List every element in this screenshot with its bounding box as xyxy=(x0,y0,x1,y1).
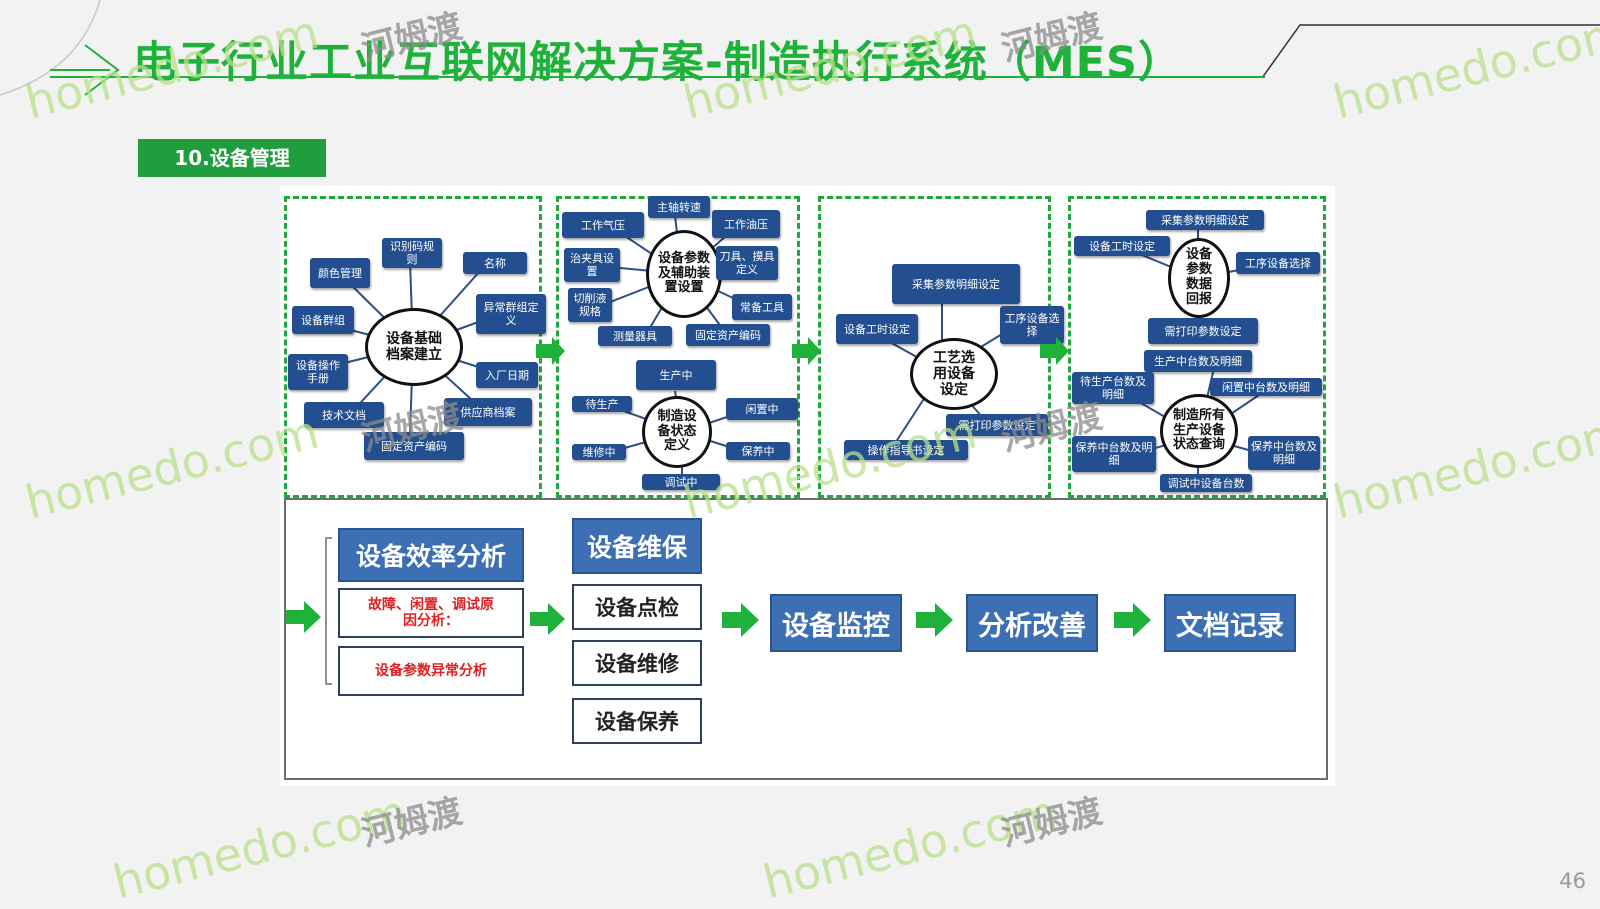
node-tech-doc: 技术文档 xyxy=(304,402,384,428)
node-cutting-fluid: 切削液规格 xyxy=(568,288,612,322)
hub-basic-archive: 设备基础档案建立 xyxy=(365,308,463,386)
node-producing-count: 生产中台数及明细 xyxy=(1144,350,1252,372)
arrow-right-3 xyxy=(1040,337,1069,365)
node-producing: 生产中 xyxy=(636,360,716,390)
hub-status-query: 制造所有生产设备状态查询 xyxy=(1160,394,1238,468)
node-wait-count: 待生产台数及明细 xyxy=(1072,372,1154,404)
node-repairing: 维修中 xyxy=(572,444,626,460)
arrow-bottom-1 xyxy=(530,603,565,635)
hub-params-setting: 设备参数及辅助装置设置 xyxy=(646,230,722,318)
node-print-param: 需打印参数设定 xyxy=(946,414,1048,436)
watermark-logo-6: homedo.com xyxy=(1327,404,1600,530)
region-analysis xyxy=(284,498,1328,780)
node-maintaining: 保养中 xyxy=(726,442,790,460)
node-spindle-speed: 主轴转速 xyxy=(648,196,710,218)
arrow-bottom-entry xyxy=(286,601,321,633)
node-work-hour: 设备工时设定 xyxy=(836,314,918,344)
maintenance-service: 设备保养 xyxy=(572,698,702,744)
node-asset-code-1: 固定资产编码 xyxy=(364,432,464,460)
node-maint-count-2: 保养中台数及明细 xyxy=(1248,436,1320,470)
node-abnormal-group: 异常群组定义 xyxy=(476,294,546,334)
node-collect-param-2: 采集参数明细设定 xyxy=(1146,210,1264,230)
node-work-oil: 工作油压 xyxy=(712,210,780,238)
efficiency-param-analysis: 设备参数异常分析 xyxy=(338,646,524,696)
node-collect-param: 采集参数明细设定 xyxy=(892,264,1020,304)
section-label: 10.设备管理 xyxy=(138,139,326,177)
arrow-bottom-2 xyxy=(722,603,759,637)
node-guide-book: 操作指导书设定 xyxy=(844,440,968,460)
arrow-bottom-4 xyxy=(1114,603,1151,637)
node-work-hour-2: 设备工时设定 xyxy=(1074,236,1170,256)
flow-monitor: 设备监控 xyxy=(770,594,902,652)
maintenance-inspect: 设备点检 xyxy=(572,584,702,630)
node-process-select-2: 工序设备选择 xyxy=(1236,252,1320,274)
node-color-mgmt: 颜色管理 xyxy=(310,258,370,288)
title-underline xyxy=(50,76,1265,78)
node-work-air: 工作气压 xyxy=(562,212,644,238)
maintenance-repair: 设备维修 xyxy=(572,640,702,686)
hub-process-device: 工艺选用设备设定 xyxy=(910,338,998,410)
arrow-right-2 xyxy=(792,337,821,365)
page-number: 46 xyxy=(1559,869,1586,893)
node-asset-code-2: 固定资产编码 xyxy=(686,324,770,346)
flow-document: 文档记录 xyxy=(1164,594,1296,652)
hub-param-report: 设备参数数据回报 xyxy=(1168,238,1230,318)
node-print-param-2: 需打印参数设定 xyxy=(1148,318,1258,344)
node-debug-count: 调试中设备台数 xyxy=(1160,474,1252,492)
bracket-line xyxy=(325,537,332,685)
page-title: 电子行业工业互联网解决方案-制造执行系统（MES） xyxy=(133,38,1182,88)
node-idle-count: 闲置中台数及明细 xyxy=(1210,378,1322,396)
flow-analysis: 分析改善 xyxy=(966,594,1098,652)
node-wait-production: 待生产 xyxy=(572,396,632,412)
node-tool-mold: 刀具、摸具定义 xyxy=(716,246,778,280)
node-supplier: 供应商档案 xyxy=(444,398,532,426)
node-entry-date: 入厂日期 xyxy=(476,362,538,388)
node-name: 名称 xyxy=(463,252,527,274)
region-query xyxy=(1068,196,1326,498)
node-maint-count-1: 保养中台数及明细 xyxy=(1072,436,1156,472)
diagram-panel: 设备基础档案建立 颜色管理 识别码规则 名称 设备群组 异常群组定义 设备操作手… xyxy=(280,186,1335,786)
arrow-bottom-3 xyxy=(916,603,953,637)
node-device-group: 设备群组 xyxy=(292,306,354,334)
hub-status-def: 制造设备状态定义 xyxy=(642,396,712,468)
corner-decoration xyxy=(0,0,1600,96)
node-fixture: 治夹具设置 xyxy=(564,248,620,282)
arrow-right-1 xyxy=(536,337,565,365)
node-measure: 测量器具 xyxy=(598,326,672,346)
efficiency-title: 设备效率分析 xyxy=(338,528,524,582)
maintenance-title: 设备维保 xyxy=(572,518,702,574)
node-idle: 闲置中 xyxy=(726,398,798,420)
efficiency-fault-analysis: 故障、闲置、调试原因分析： xyxy=(338,588,524,638)
node-operation-manual: 设备操作手册 xyxy=(288,354,348,390)
node-id-rule: 识别码规则 xyxy=(382,238,442,268)
node-debugging: 调试中 xyxy=(642,474,720,490)
node-process-select: 工序设备选择 xyxy=(1000,306,1064,344)
watermark-logo-4: homedo.com xyxy=(19,404,324,530)
node-spare-tool: 常备工具 xyxy=(732,294,792,320)
